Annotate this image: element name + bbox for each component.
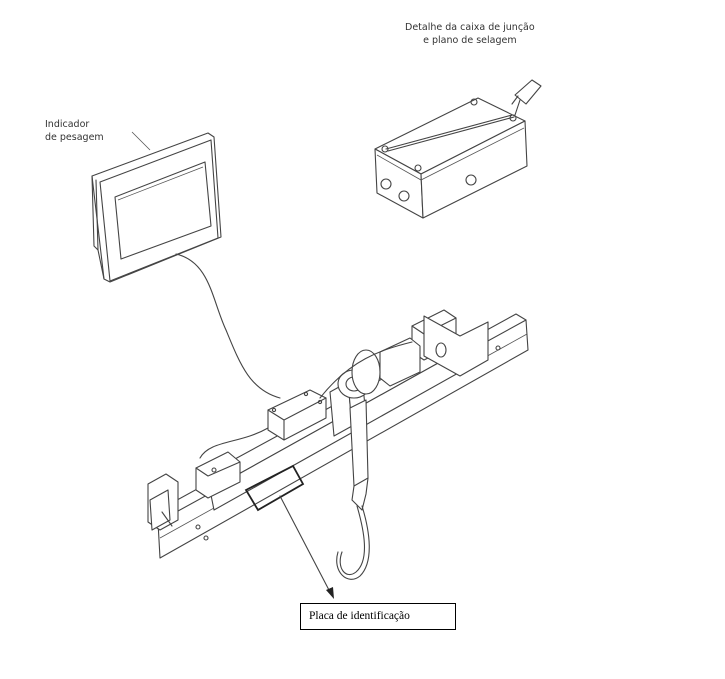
weighing-indicator-label-line2: de pesagem bbox=[45, 132, 104, 143]
weighing-bar-illustration bbox=[147, 309, 529, 580]
weighing-indicator-illustration bbox=[91, 131, 222, 283]
junction-box-detail-label-line2: e plano de selagem bbox=[423, 35, 517, 46]
junction-box-detail-label-line1: Detalhe da caixa de junção bbox=[405, 22, 535, 33]
identification-plate-marker bbox=[244, 464, 334, 599]
junction-box-detail-label: Detalhe da caixa de junção e plano de se… bbox=[405, 21, 535, 47]
indicator-cable bbox=[175, 253, 281, 399]
identification-plate-label: Placa de identificação bbox=[300, 603, 456, 630]
leader-arrow-head bbox=[326, 587, 334, 599]
plate-leader-line bbox=[279, 495, 331, 593]
junction-box-detail-illustration bbox=[374, 79, 542, 219]
weighing-indicator-label-line1: Indicador bbox=[45, 119, 90, 130]
weighing-indicator-label: Indicador de pesagem bbox=[45, 118, 104, 144]
